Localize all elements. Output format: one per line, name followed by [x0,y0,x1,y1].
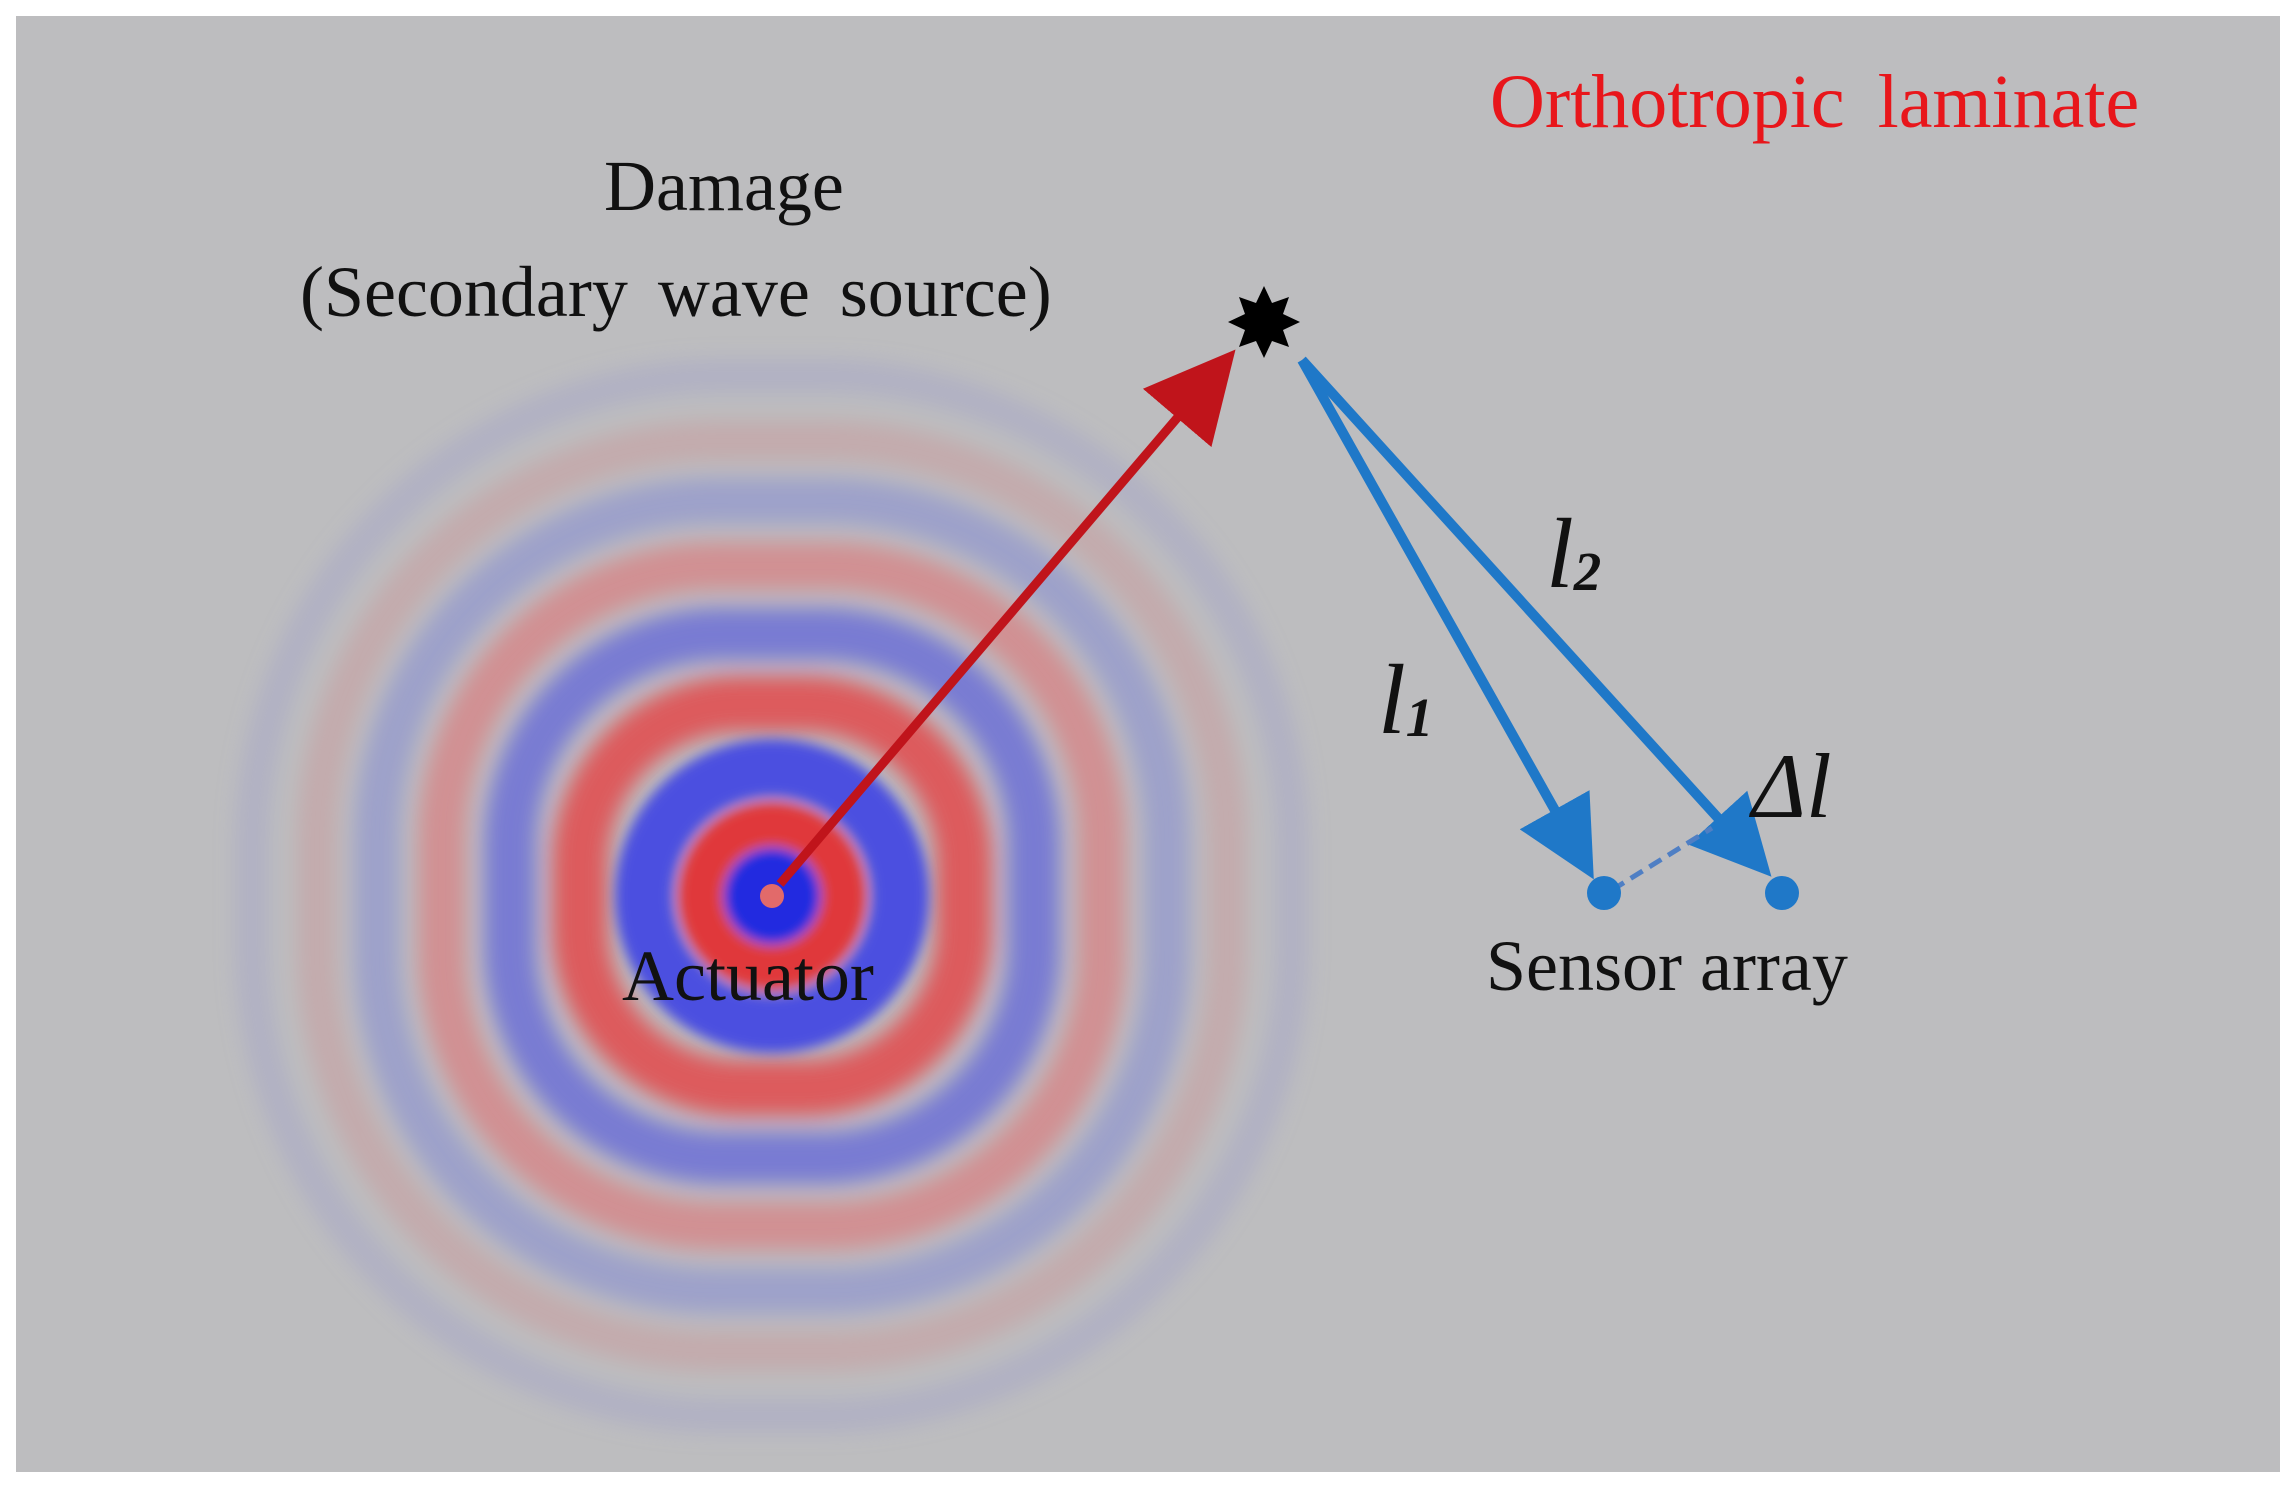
wave-ring-8 [235,359,1309,1433]
sensor-1 [1587,876,1621,910]
wave-ring-5 [418,542,1126,1250]
wave-ring-2 [615,739,929,1053]
wave-ring-7 [297,421,1247,1371]
path-difference-label: Δl [1752,735,1832,837]
secondary-source-label: (Secondary wave source) [300,252,1052,332]
wave-field [235,359,1309,1433]
wave-ring-1 [678,802,866,990]
actuator-label: Actuator [622,936,874,1016]
path-l2-label: l2 [1546,504,1601,604]
path-l2-symbol: l [1546,498,1574,609]
sensor-array-label: Sensor array [1486,926,1848,1006]
laminate-title: Orthotropic laminate [1490,60,2140,144]
scattered-arrow-l2 [1298,356,1772,877]
damage-label: Damage [604,146,844,226]
wave-ring-6 [354,478,1190,1314]
wave-ring-3 [552,676,992,1116]
sensor-2 [1765,876,1799,910]
path-l1-label: l1 [1378,650,1433,750]
path-l1-subscript: 1 [1405,686,1434,748]
damage-star-icon [1228,286,1300,358]
path-l2-subscript: 2 [1573,540,1602,602]
path-l1-symbol: l [1378,644,1406,755]
incident-arrow [776,349,1236,887]
scattered-arrow-l1 [1297,357,1594,880]
actuator-dot [760,884,784,908]
wave-ring-4 [484,608,1060,1184]
path-difference-line [1610,825,1714,893]
